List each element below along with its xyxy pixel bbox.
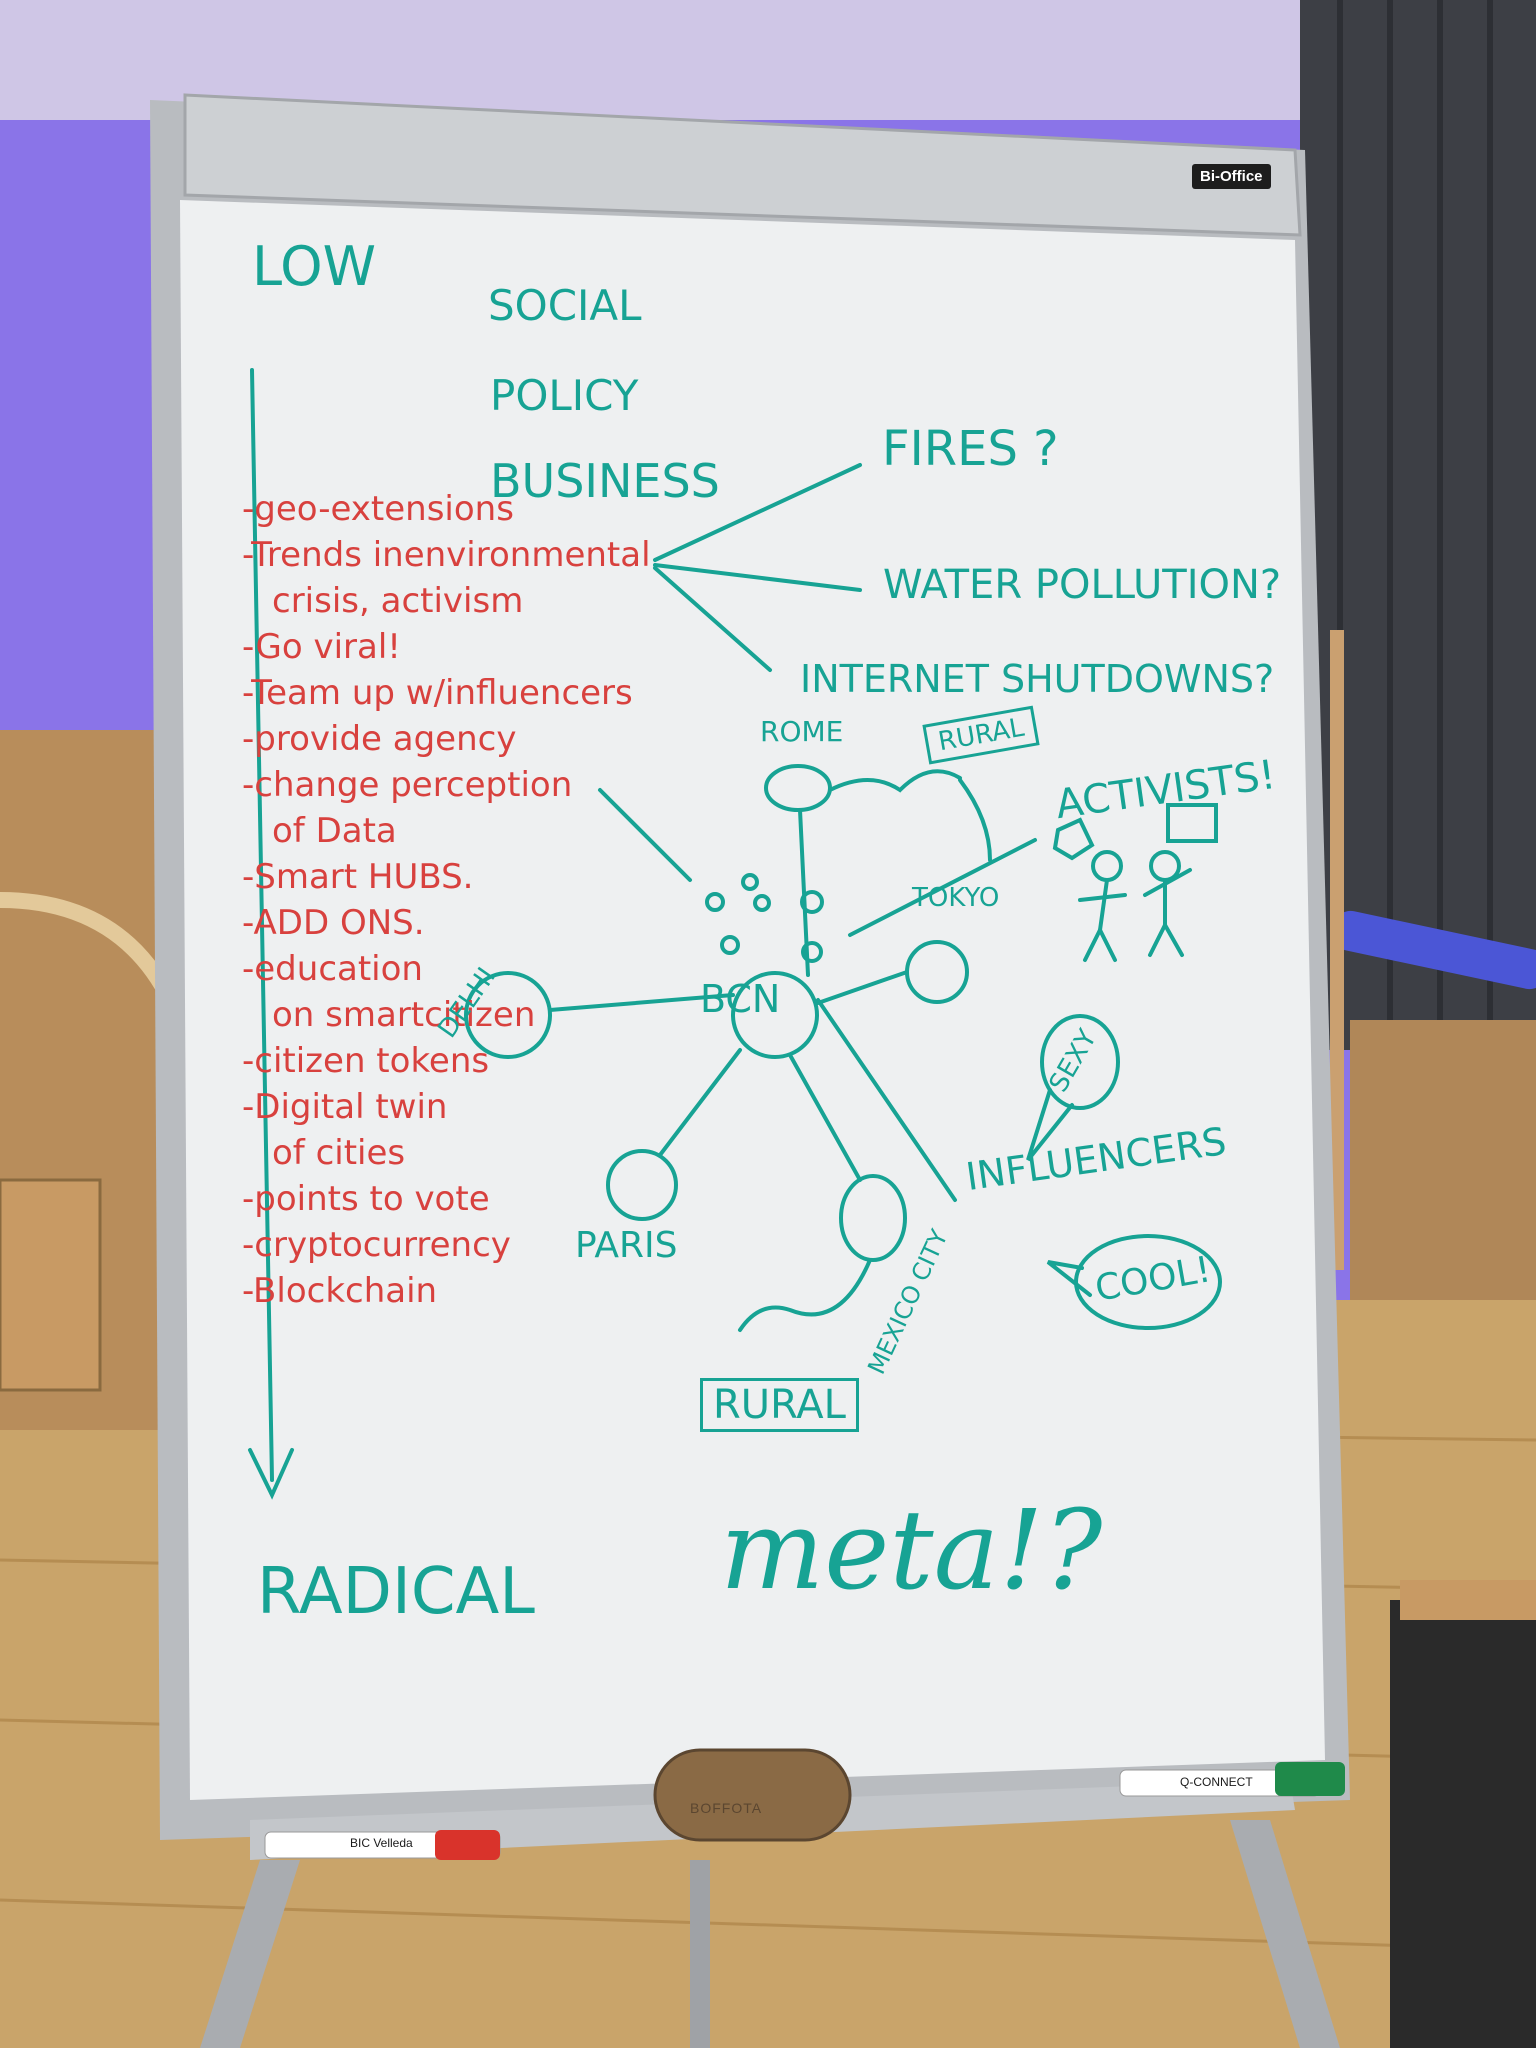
line-to-water: [653, 563, 862, 592]
axis-top-label: LOW: [252, 235, 377, 298]
top-clamp-bar: [183, 93, 1302, 237]
idea-item: -Go viral!: [242, 627, 401, 667]
axis-bottom-label: RADICAL: [257, 1555, 535, 1629]
stick-figure-leg: [1163, 923, 1184, 957]
eraser: [653, 1748, 852, 1842]
idea-item: on smartcitizen: [272, 995, 536, 1035]
green-marker-label: Q-CONNECT: [1180, 1775, 1253, 1789]
influencers-bcn-line: [598, 788, 692, 882]
city-rome: ROME: [760, 715, 844, 748]
threat-water-pollution: WATER POLLUTION?: [883, 562, 1282, 608]
stick-figure-body: [1098, 878, 1109, 932]
ikea-box: [0, 1178, 102, 1392]
idea-item: -ADD ONS.: [242, 903, 425, 943]
paris-circle: [606, 1149, 678, 1221]
easel-leg-left: [200, 1860, 300, 2048]
blue-tube: [1331, 910, 1536, 990]
dot: [801, 941, 823, 963]
idea-item: -Smart HUBS.: [242, 857, 474, 897]
city-bcn: BCN: [700, 977, 781, 1021]
arrowhead: [248, 1448, 294, 1500]
easel-leg-center: [690, 1860, 710, 2048]
red-marker-cap: [435, 1830, 500, 1860]
idea-item: -education: [242, 949, 423, 989]
bcn-mexico-line: [788, 1053, 862, 1182]
teal-drawings: [248, 368, 1222, 1500]
idea-item: -Trends inenvironmental: [242, 535, 651, 575]
speech-bubble-sexy: [1040, 1014, 1120, 1110]
red-marker-label: BIC Velleda: [350, 1836, 413, 1850]
stick-figure-leg: [1148, 923, 1167, 957]
idea-item: of cities: [272, 1133, 406, 1173]
idea-item: -Digital twin: [242, 1087, 448, 1127]
cabinet-top: [1400, 1580, 1536, 1620]
idea-item: -change perception: [242, 765, 573, 805]
bcn-delhi-line: [548, 993, 735, 1012]
threat-internet-shutdowns: INTERNET SHUTDOWNS?: [800, 657, 1275, 701]
bcn-rome-line: [798, 808, 810, 977]
city-tokyo: TOKYO: [912, 883, 1000, 913]
rome-rural-path: [828, 769, 962, 793]
rural-branch: [958, 778, 992, 862]
bubble-tail: [1046, 1260, 1092, 1297]
rural-label-bottom: RURAL: [700, 1378, 859, 1432]
arrow-shaft: [250, 368, 274, 1482]
dot: [741, 873, 759, 891]
bubble-tail: [1026, 1088, 1074, 1162]
idea-item: -provide agency: [242, 719, 517, 759]
line-to-internet: [653, 566, 772, 672]
idea-item: -cryptocurrency: [242, 1225, 511, 1265]
idea-item: -points to vote: [242, 1179, 490, 1219]
whiteboard-surface: [180, 200, 1325, 1800]
stick-figure-arms: [1078, 893, 1127, 902]
dark-cabinet: [1390, 1600, 1536, 2048]
tokyo-activists-line: [848, 838, 1037, 937]
easel-leg-right: [1230, 1820, 1340, 2048]
idea-item: crisis, activism: [272, 581, 524, 621]
dot: [800, 890, 824, 914]
stick-figure-leg: [1083, 928, 1102, 962]
dot: [753, 894, 771, 912]
easel-back-leg: [1330, 630, 1344, 1270]
idea-item: -Blockchain: [242, 1271, 438, 1311]
eraser-label: BOFFOTA: [690, 1800, 763, 1816]
idea-item: -geo-extensions: [242, 489, 514, 529]
stick-figure-arms: [1143, 868, 1192, 897]
bcn-tokyo-line: [816, 970, 909, 1005]
dot: [705, 892, 725, 912]
city-paris: PARIS: [575, 1225, 678, 1266]
category-policy: POLICY: [490, 371, 639, 420]
mexico-rural-path: [738, 1258, 872, 1332]
category-social: SOCIAL: [488, 281, 642, 330]
mexico-circle: [839, 1174, 907, 1262]
category-business: BUSINESS: [490, 454, 720, 508]
bi-office-logo: Bi-Office: [1192, 164, 1271, 189]
protest-sign: [1052, 817, 1095, 861]
bcn-paris-line: [658, 1048, 742, 1157]
bcn-influencers-line: [816, 998, 957, 1202]
bcn-circle: [731, 971, 819, 1059]
protest-sign: [1166, 803, 1218, 843]
dot: [720, 935, 740, 955]
idea-item: -citizen tokens: [242, 1041, 490, 1081]
threat-fires: FIRES ?: [882, 421, 1059, 477]
closing-note-meta: meta!?: [720, 1486, 1103, 1614]
right-boxes: [1350, 1020, 1536, 1300]
stick-figure-leg: [1098, 928, 1117, 962]
idea-item: -Team up w/influencers: [242, 673, 633, 713]
delhi-circle: [464, 971, 552, 1059]
line-to-fires: [653, 463, 862, 562]
idea-item: of Data: [272, 811, 397, 851]
green-marker-cap: [1275, 1762, 1345, 1796]
